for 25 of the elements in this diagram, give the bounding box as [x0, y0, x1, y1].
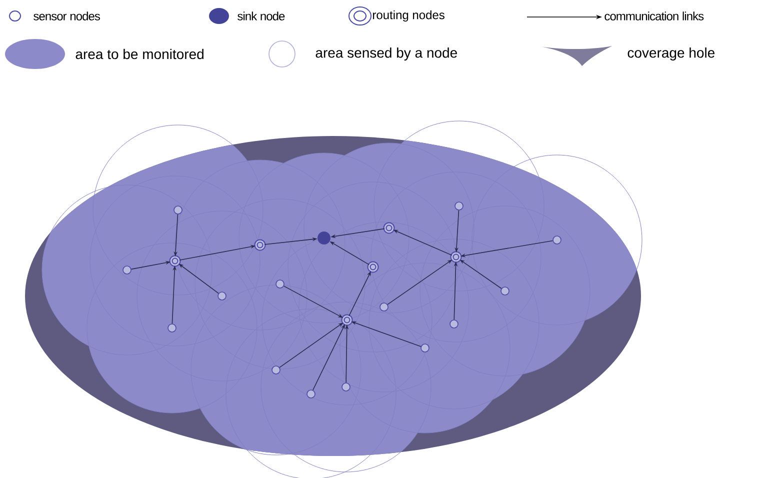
sensor-node [168, 324, 176, 332]
routing-node [254, 239, 266, 251]
legend-label: area to be monitored [76, 48, 204, 60]
sensor-node [500, 286, 510, 296]
sensor-node [306, 390, 316, 398]
legend-label: sensor nodes [34, 12, 100, 20]
sensor-node [380, 302, 388, 312]
legend-label: communication links [604, 12, 704, 20]
sensor-node [450, 320, 458, 328]
sensor-node [276, 280, 284, 288]
sensor-node [174, 206, 182, 214]
sensor-node [218, 292, 226, 300]
sink-node [318, 232, 330, 244]
legend-label: area sensed by a node [316, 47, 457, 61]
sensor-node [454, 202, 464, 210]
routing-node [367, 261, 379, 273]
sensor-node [122, 266, 132, 274]
legend-label: routing nodes [373, 10, 444, 22]
sensor-node [272, 366, 280, 374]
sensor-node [552, 236, 562, 244]
sensor-node [420, 344, 430, 352]
sensor-node [342, 382, 350, 392]
legend-label: sink node [238, 12, 285, 20]
routing-node [383, 222, 395, 234]
legend-label: coverage hole [628, 47, 714, 61]
